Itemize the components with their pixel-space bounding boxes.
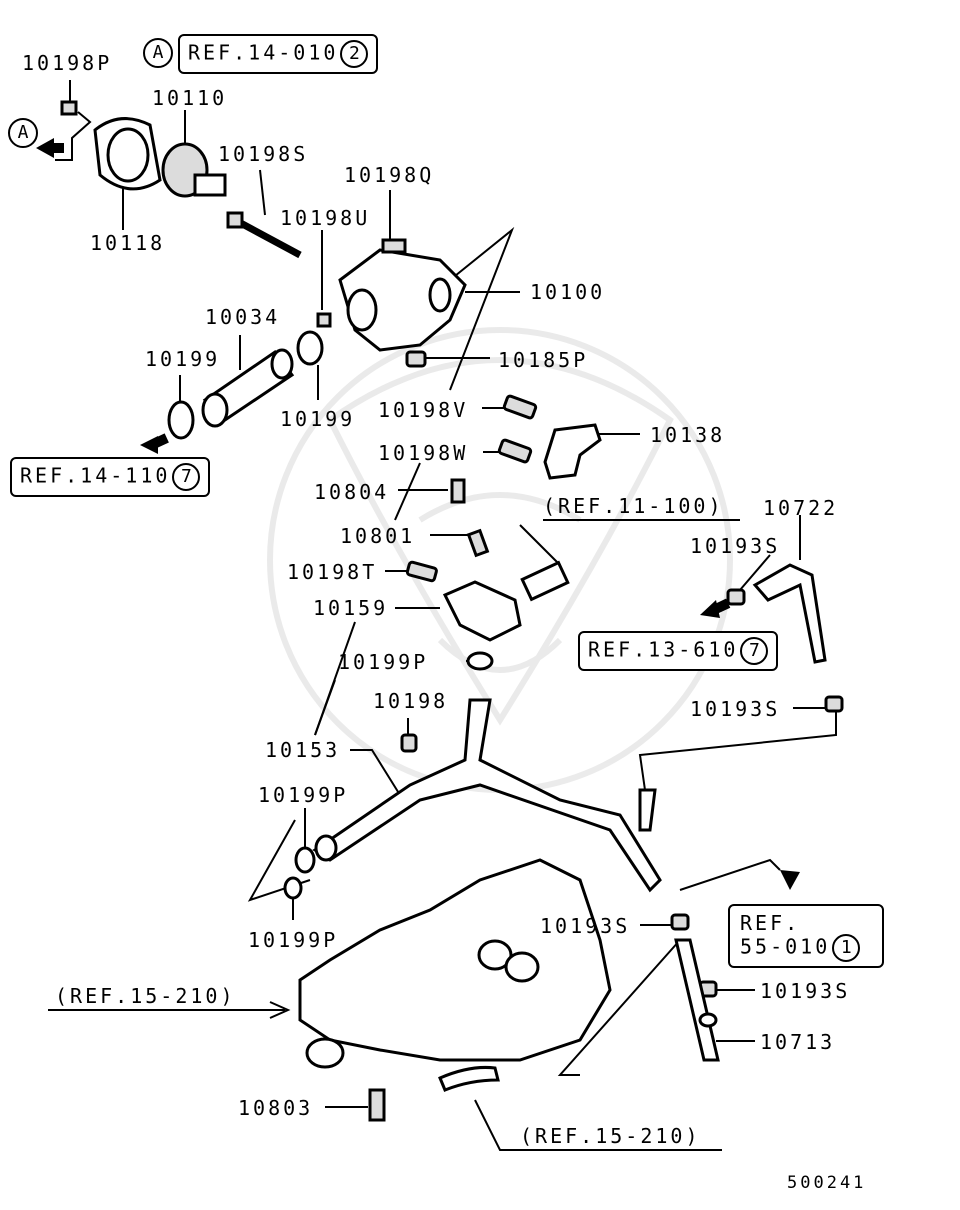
housing-10159 (442, 560, 570, 642)
ref-15-210-left: (REF.15-210) (55, 984, 236, 1008)
label-10034: 10034 (205, 305, 281, 329)
label-10199P-b: 10199P (258, 783, 349, 807)
label-10804: 10804 (314, 480, 390, 504)
ref-text: REF.14-010 (188, 40, 339, 65)
ref-circle-number: 7 (740, 637, 769, 665)
label-10153: 10153 (265, 738, 341, 762)
water-hose-10722 (752, 563, 827, 664)
sensors-10804-10801 (450, 478, 490, 558)
label-10198P-top: 10198P (22, 51, 113, 75)
callout-a-top: A (143, 38, 173, 68)
sensor-10803 (368, 1088, 386, 1122)
callout-a-left: A (8, 118, 38, 148)
label-10138: 10138 (650, 423, 726, 447)
label-10198T: 10198T (287, 560, 378, 584)
water-pipe-10153 (312, 698, 662, 893)
ref-circle-number: 2 (340, 40, 369, 68)
o-rings-10199P-lower (283, 846, 316, 900)
label-10110: 10110 (152, 86, 228, 110)
ref-circle-number: 7 (172, 463, 201, 491)
label-10198: 10198 (373, 689, 449, 713)
label-10159: 10159 (313, 596, 389, 620)
bolt-10198T (405, 560, 438, 583)
direction-arrows (36, 138, 800, 890)
diagram-id: 500241 (787, 1173, 867, 1193)
label-10199-a: 10199 (145, 347, 221, 371)
ref-11-100: (REF.11-100) (543, 494, 724, 518)
water-pipe-10034 (201, 348, 295, 428)
label-10118: 10118 (90, 231, 166, 255)
clamps-10193S (670, 588, 844, 998)
bolt-10198 (400, 733, 418, 753)
label-10801: 10801 (340, 524, 416, 548)
ref-circle-number: 1 (832, 934, 861, 962)
label-10193S-d: 10193S (760, 979, 851, 1003)
ref-text: REF.14-110 (20, 463, 171, 488)
o-ring-10199P-upper (466, 651, 494, 671)
thermostat-10110 (161, 142, 227, 198)
label-10198S: 10198S (218, 142, 309, 166)
label-10722: 10722 (763, 496, 839, 520)
label-10198Q: 10198Q (344, 163, 435, 187)
o-rings-10199 (167, 330, 324, 440)
bolt-10198S (226, 211, 302, 259)
bolts-10198V-W (497, 394, 538, 464)
small-hose-bottom (438, 1066, 500, 1092)
label-10803: 10803 (238, 1096, 314, 1120)
label-10713: 10713 (760, 1030, 836, 1054)
label-10199P-c: 10199P (248, 928, 339, 952)
label-10198U: 10198U (280, 206, 371, 230)
label-10199-b: 10199 (280, 407, 356, 431)
ref-text-line1: REF. (740, 911, 801, 935)
ref-text-line2: 55-010 (740, 934, 831, 959)
label-10100: 10100 (530, 280, 606, 304)
label-10185P: 10185P (498, 348, 589, 372)
bracket-10138 (543, 423, 602, 480)
label-10198W: 10198W (378, 441, 469, 465)
ref-text: REF.13-610 (588, 637, 739, 662)
water-outlet-fitting-10100 (316, 238, 467, 352)
intake-manifold (298, 858, 612, 1069)
label-10193S-b: 10193S (690, 697, 781, 721)
thermostat-housing-10118 (60, 100, 162, 191)
hose-10713 (674, 938, 720, 1062)
label-10193S-c: 10193S (540, 914, 631, 938)
label-10199P-a: 10199P (338, 650, 429, 674)
label-10193S-a: 10193S (690, 534, 781, 558)
plug-10185P (405, 350, 427, 368)
label-10198V: 10198V (378, 398, 469, 422)
ref-15-210-bottom: (REF.15-210) (520, 1124, 701, 1148)
